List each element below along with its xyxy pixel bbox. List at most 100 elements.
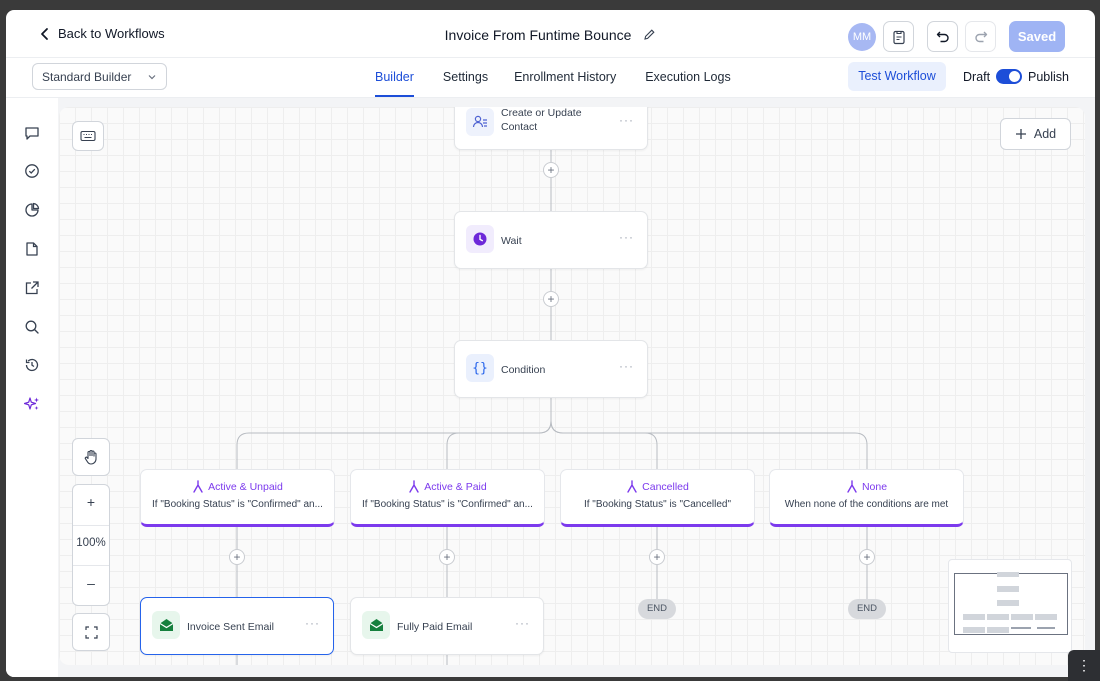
left-sidebar (6, 98, 58, 677)
pencil-icon[interactable] (643, 28, 656, 44)
branch-title: None (770, 480, 963, 493)
zoom-controls: + 100% – (72, 484, 110, 606)
zoom-level: 100% (76, 537, 106, 549)
saved-button[interactable]: Saved (1009, 21, 1065, 52)
search-icon[interactable] (24, 319, 40, 335)
more-options-button[interactable]: ⋮ (1068, 650, 1100, 681)
invoice-sent-email-node[interactable]: Invoice Sent Email ··· (140, 597, 334, 655)
add-step-button[interactable]: + (649, 549, 665, 565)
branch-title: Active & Unpaid (141, 480, 334, 493)
branch-icon (409, 480, 419, 493)
undo-icon (936, 31, 949, 42)
app-window: Back to Workflows Invoice From Funtime B… (6, 10, 1095, 677)
history-icon[interactable] (24, 357, 40, 373)
contact-icon (466, 108, 494, 136)
branch-icon (193, 480, 203, 493)
condition-node[interactable]: {} Condition ··· (454, 340, 648, 398)
email-icon (362, 611, 390, 639)
tab-execution-logs[interactable]: Execution Logs (645, 70, 731, 84)
tab-settings[interactable]: Settings (442, 70, 489, 84)
document-icon[interactable] (24, 241, 40, 257)
chat-icon[interactable] (24, 125, 40, 141)
zoom-in-button[interactable]: + (86, 494, 96, 510)
draft-label: Draft (963, 70, 991, 84)
add-step-button[interactable]: + (229, 549, 245, 565)
keyboard-icon (80, 130, 96, 142)
redo-icon (974, 31, 987, 42)
branch-cancelled[interactable]: Cancelled If "Booking Status" is "Cancel… (560, 469, 755, 527)
node-menu-icon[interactable]: ··· (619, 230, 634, 244)
branch-description: If "Booking Status" is "Confirmed" an... (152, 499, 323, 510)
wait-node-label: Wait (501, 235, 522, 247)
undo-button[interactable] (927, 21, 958, 52)
zoom-out-button[interactable]: – (87, 575, 95, 591)
back-label: Back to Workflows (58, 26, 165, 41)
contact-node-label: Create or Update Contact (501, 107, 582, 133)
chevron-down-icon (148, 75, 156, 80)
add-step-button[interactable]: + (859, 549, 875, 565)
end-marker: END (848, 599, 886, 619)
braces-icon: {} (466, 354, 494, 382)
add-step-button[interactable]: + (543, 162, 559, 178)
top-bar: Back to Workflows Invoice From Funtime B… (6, 10, 1095, 58)
node-menu-icon[interactable]: ··· (619, 359, 634, 373)
paid-email-label: Fully Paid Email (397, 621, 473, 633)
fit-screen-icon (84, 625, 98, 639)
redo-button[interactable] (965, 21, 996, 52)
workflow-title-text: Invoice From Funtime Bounce (444, 27, 632, 43)
builder-mode-value: Standard Builder (42, 70, 132, 84)
condition-node-label: Condition (501, 364, 546, 376)
hand-icon (84, 449, 97, 465)
minimap[interactable] (948, 559, 1072, 653)
branch-title: Cancelled (561, 480, 754, 493)
chevron-left-icon (41, 27, 48, 40)
branch-active-paid[interactable]: Active & Paid If "Booking Status" is "Co… (350, 469, 545, 527)
workflow-title[interactable]: Invoice From Funtime Bounce (6, 27, 1095, 44)
branch-icon (627, 480, 637, 493)
external-link-icon[interactable] (24, 280, 40, 296)
workflow-canvas[interactable]: Create or Update Contact ··· + Wait ··· … (59, 107, 1085, 665)
branch-description: If "Booking Status" is "Cancelled" (583, 499, 732, 510)
branch-description: If "Booking Status" is "Confirmed" an... (362, 499, 533, 510)
minimap-viewport (954, 572, 1068, 635)
node-menu-icon[interactable]: ··· (515, 616, 530, 630)
fully-paid-email-node[interactable]: Fully Paid Email ··· (350, 597, 544, 655)
node-menu-icon[interactable]: ··· (305, 616, 320, 630)
branch-active-unpaid[interactable]: Active & Unpaid If "Booking Status" is "… (140, 469, 335, 527)
tab-enrollment-history[interactable]: Enrollment History (514, 70, 617, 84)
check-circle-icon[interactable] (24, 163, 40, 179)
test-workflow-button[interactable]: Test Workflow (848, 62, 946, 91)
add-button[interactable]: Add (1000, 118, 1071, 150)
plus-icon (1015, 129, 1026, 139)
publish-label: Publish (1028, 70, 1069, 84)
clipboard-button[interactable] (883, 21, 914, 52)
add-label: Add (1033, 127, 1057, 141)
end-marker: END (638, 599, 676, 619)
create-update-contact-node[interactable]: Create or Update Contact ··· (454, 107, 648, 150)
tab-builder[interactable]: Builder (363, 58, 426, 98)
builder-toolbar: Standard Builder Builder Settings Enroll… (6, 58, 1095, 98)
builder-mode-select[interactable]: Standard Builder (32, 63, 167, 90)
pan-tool-button[interactable] (72, 438, 110, 476)
invoice-email-label: Invoice Sent Email (187, 621, 274, 633)
sparkle-icon[interactable] (24, 396, 40, 412)
node-menu-icon[interactable]: ··· (619, 113, 634, 127)
branch-none[interactable]: None When none of the conditions are met (769, 469, 964, 527)
keyboard-shortcuts-button[interactable] (72, 121, 104, 151)
pie-chart-icon[interactable] (24, 202, 40, 218)
add-step-button[interactable]: + (439, 549, 455, 565)
branch-description: When none of the conditions are met (784, 499, 949, 510)
branch-icon (847, 480, 857, 493)
tab-bar: Builder Settings Enrollment History Exec… (363, 58, 743, 98)
canvas-area: Create or Update Contact ··· + Wait ··· … (58, 98, 1095, 677)
email-icon (152, 611, 180, 639)
publish-toggle[interactable] (996, 69, 1022, 84)
avatar[interactable]: MM (848, 23, 876, 51)
add-step-button[interactable]: + (543, 291, 559, 307)
clipboard-icon (892, 30, 905, 44)
clock-icon (466, 225, 494, 253)
wait-node[interactable]: Wait ··· (454, 211, 648, 269)
fit-view-button[interactable] (72, 613, 110, 651)
back-to-workflows-link[interactable]: Back to Workflows (38, 26, 165, 41)
branch-title: Active & Paid (351, 480, 544, 493)
